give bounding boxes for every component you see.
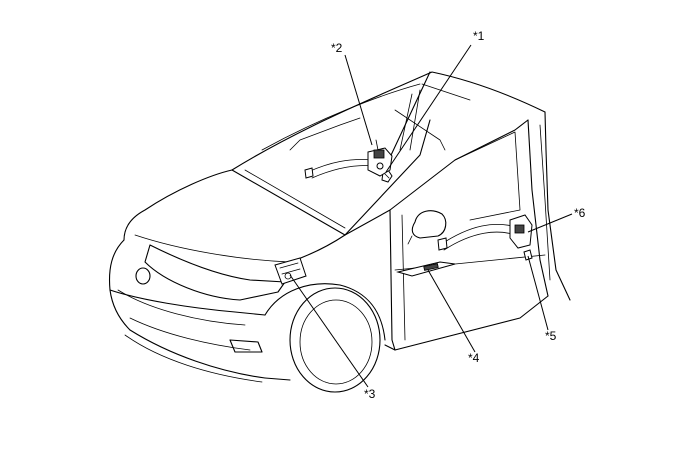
callout-1: *1 [473, 29, 485, 43]
leader-4 [427, 269, 476, 353]
part-4-assembly [396, 261, 456, 277]
leader-2 [344, 54, 373, 146]
leader-1 [385, 44, 472, 173]
part-2-assembly [304, 139, 393, 179]
callout-2: *2 [331, 41, 343, 55]
callout-4: *4 [468, 351, 480, 365]
part-3-assembly [274, 257, 307, 285]
callout-5: *5 [545, 329, 557, 343]
leader-lines [289, 44, 573, 388]
callout-3: *3 [364, 387, 376, 401]
part-5-assembly [523, 249, 533, 261]
leader-3 [289, 274, 369, 388]
callout-6: *6 [574, 206, 586, 220]
leader-6 [527, 213, 573, 233]
leader-5 [527, 255, 549, 331]
part-6-assembly [437, 214, 533, 251]
